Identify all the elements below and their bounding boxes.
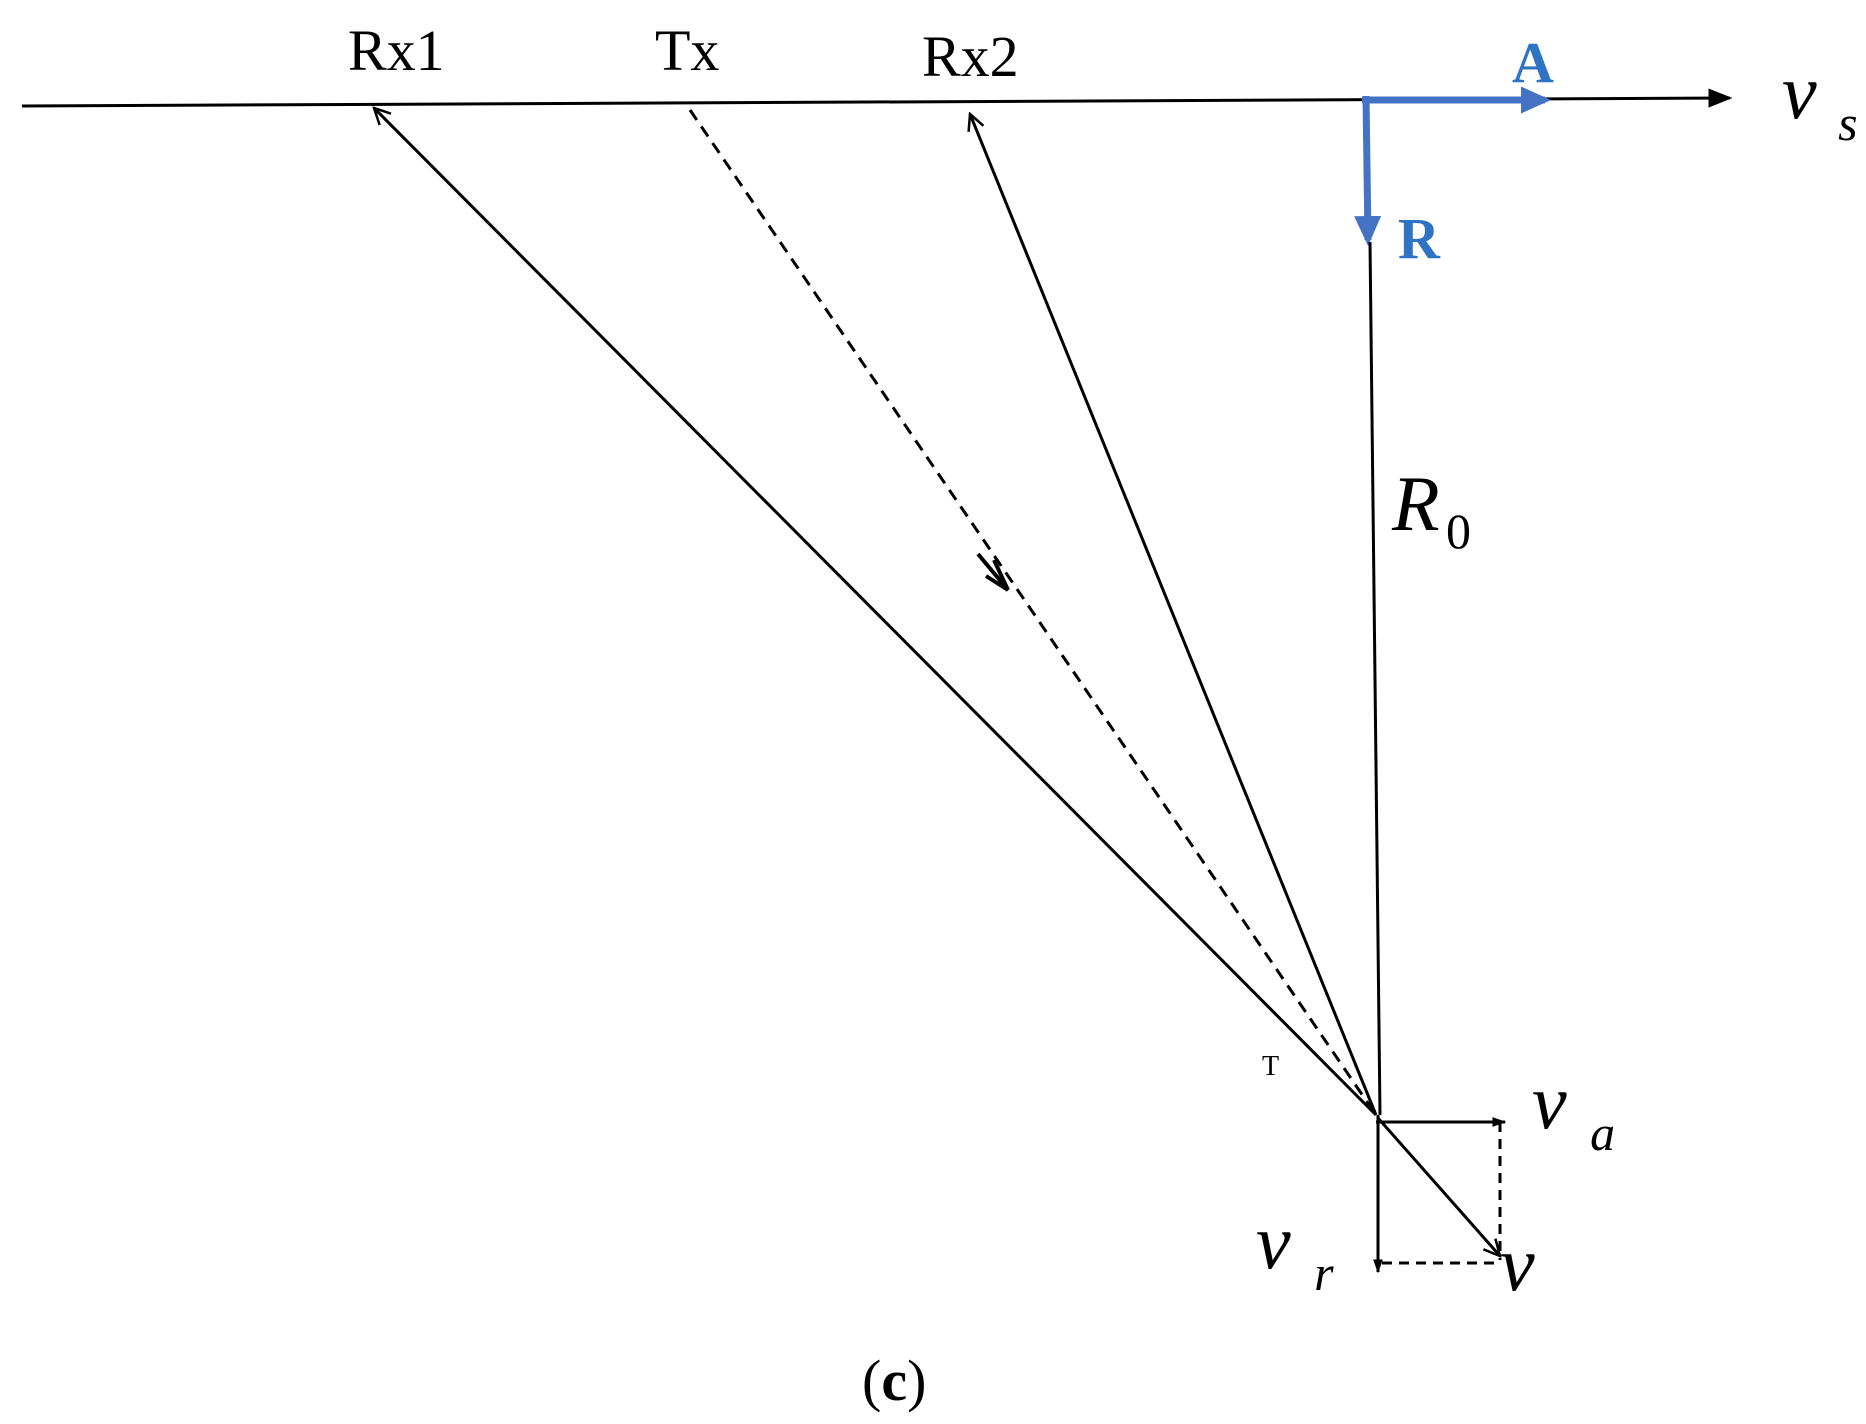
rx1-label: Rx1 [348, 18, 445, 83]
caption-close-paren: ) [907, 1348, 926, 1413]
vr-subscript: r [1314, 1245, 1334, 1301]
rx1-echo-path [374, 108, 1378, 1117]
azimuth-label: A [1512, 30, 1554, 95]
v-velocity-arrow [1376, 1117, 1500, 1256]
va-base: v [1532, 1058, 1567, 1145]
figure-caption: (c) [862, 1348, 926, 1413]
r0-subscript: 0 [1446, 503, 1471, 559]
rx2-label: Rx2 [922, 24, 1019, 89]
caption-open-paren: ( [862, 1348, 881, 1413]
caption-letter: c [881, 1348, 907, 1413]
tx-transmit-arrowhead [976, 552, 1010, 592]
v-symbol: v [1500, 1220, 1535, 1307]
rx2-echo-path [970, 114, 1378, 1116]
range-label: R [1398, 206, 1441, 271]
vs-subscript: s [1838, 95, 1857, 151]
vr-symbol: v r [1256, 1198, 1334, 1301]
r0-symbol: R [1391, 460, 1440, 547]
va-subscript: a [1590, 1105, 1615, 1161]
r0-range-line [1368, 241, 1382, 1116]
target-label: T [1262, 1051, 1279, 1082]
vs-base: v [1782, 48, 1817, 135]
va-symbol: v a [1532, 1058, 1615, 1161]
r0-base: R [1391, 460, 1440, 547]
vs-symbol: v s [1782, 48, 1858, 151]
tx-label: Tx [655, 18, 719, 83]
tx-transmit-path [688, 109, 1378, 1116]
vr-base: v [1256, 1198, 1291, 1285]
range-axis-arrow [1354, 95, 1382, 246]
